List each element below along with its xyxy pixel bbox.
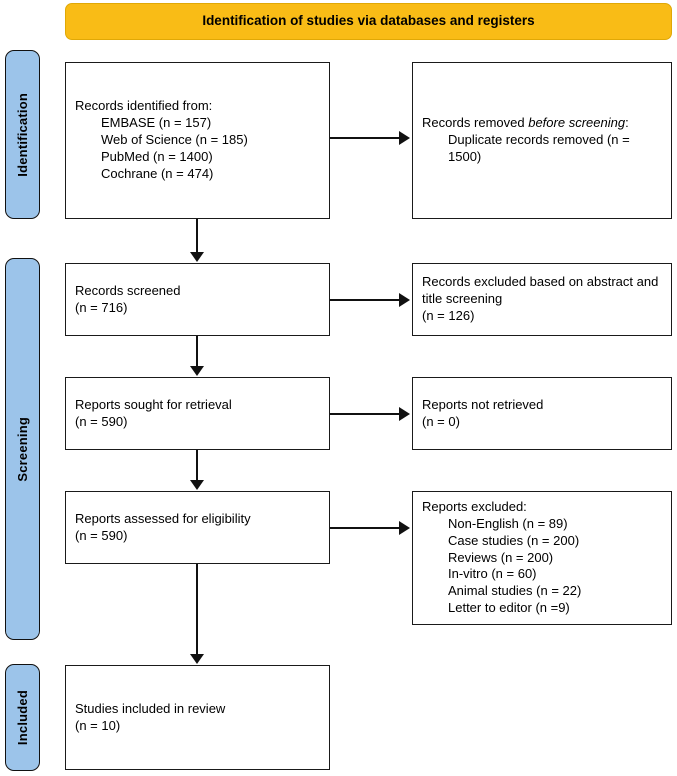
arrowhead-down-icon xyxy=(190,654,204,664)
diagram-header-banner: Identification of studies via databases … xyxy=(65,3,672,40)
records-excluded-abstract-label: Records excluded based on abstract and t… xyxy=(422,274,659,307)
reports-sought-count: (n = 590) xyxy=(75,413,128,429)
reports-not-retrieved-count: (n = 0) xyxy=(422,413,460,429)
stage-label-included: Included xyxy=(5,664,40,771)
records-removed-duplicates: Duplicate records removed (n = 1500) xyxy=(448,132,630,164)
arrowhead-down-icon xyxy=(190,366,204,376)
connector-line xyxy=(196,450,198,482)
records-identified-source-web-of-science: Web of Science (n = 185) xyxy=(101,132,248,148)
box-reports-sought-for-retrieval: Reports sought for retrieval (n = 590) xyxy=(65,377,330,450)
reports-excluded-heading: Reports excluded: xyxy=(422,498,527,514)
reports-excluded-reason-non-english: Non-English (n = 89) xyxy=(448,515,568,531)
connector-line xyxy=(196,219,198,254)
records-screened-label: Records screened xyxy=(75,282,181,298)
stage-label-screening: Screening xyxy=(5,258,40,640)
box-reports-not-retrieved: Reports not retrieved (n = 0) xyxy=(412,377,672,450)
arrowhead-down-icon xyxy=(190,480,204,490)
arrowhead-down-icon xyxy=(190,252,204,262)
records-removed-heading: Records removed before screening: xyxy=(422,115,662,132)
diagram-header-title: Identification of studies via databases … xyxy=(202,13,535,29)
reports-excluded-reason-animal-studies: Animal studies (n = 22) xyxy=(448,583,582,599)
records-excluded-abstract-count: (n = 126) xyxy=(422,307,475,323)
connector-line xyxy=(330,527,400,529)
reports-excluded-reason-in-vitro: In-vitro (n = 60) xyxy=(448,566,537,582)
reports-excluded-reason-case-studies: Case studies (n = 200) xyxy=(448,532,580,548)
reports-sought-label: Reports sought for retrieval xyxy=(75,396,232,412)
reports-excluded-reason-reviews: Reviews (n = 200) xyxy=(448,549,554,565)
records-identified-source-cochrane: Cochrane (n = 474) xyxy=(101,165,214,181)
box-studies-included-in-review: Studies included in review (n = 10) xyxy=(65,665,330,770)
arrowhead-right-icon xyxy=(399,293,410,307)
reports-not-retrieved-label: Reports not retrieved xyxy=(422,396,544,412)
reports-assessed-count: (n = 590) xyxy=(75,527,128,543)
records-removed-heading-plain: Records removed xyxy=(422,115,529,131)
arrowhead-right-icon xyxy=(399,521,410,535)
records-identified-source-pubmed: PubMed (n = 1400) xyxy=(101,148,213,164)
stage-label-identification: Identification xyxy=(5,50,40,219)
box-reports-assessed-for-eligibility: Reports assessed for eligibility (n = 59… xyxy=(65,491,330,564)
connector-line xyxy=(330,137,400,139)
box-records-removed-before-screening: Records removed before screening: Duplic… xyxy=(412,62,672,219)
connector-line xyxy=(330,413,400,415)
studies-included-label: Studies included in review xyxy=(75,700,226,716)
box-records-excluded-abstract-title: Records excluded based on abstract and t… xyxy=(412,263,672,336)
records-removed-heading-colon: : xyxy=(625,115,629,131)
connector-line xyxy=(196,564,198,656)
records-screened-count: (n = 716) xyxy=(75,299,128,315)
connector-line xyxy=(196,336,198,368)
reports-excluded-reason-letter-to-editor: Letter to editor (n =9) xyxy=(448,600,570,616)
stage-label-screening-text: Screening xyxy=(15,416,30,482)
stage-label-identification-text: Identification xyxy=(15,92,30,177)
records-identified-heading: Records identified from: xyxy=(75,98,213,114)
reports-assessed-label: Reports assessed for eligibility xyxy=(75,510,251,526)
box-records-screened: Records screened (n = 716) xyxy=(65,263,330,336)
box-records-identified: Records identified from: EMBASE (n = 157… xyxy=(65,62,330,219)
arrowhead-right-icon xyxy=(399,131,410,145)
box-reports-excluded: Reports excluded: Non-English (n = 89) C… xyxy=(412,491,672,625)
connector-line xyxy=(330,299,400,301)
arrowhead-right-icon xyxy=(399,407,410,421)
records-removed-heading-italic: before screening xyxy=(528,115,626,131)
studies-included-count: (n = 10) xyxy=(75,717,121,733)
records-identified-source-embase: EMBASE (n = 157) xyxy=(101,115,212,131)
stage-label-included-text: Included xyxy=(15,689,30,746)
